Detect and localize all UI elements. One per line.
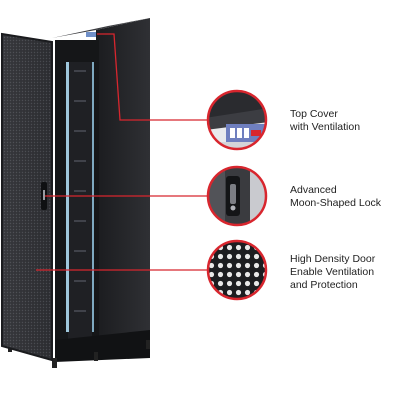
server-rack (1, 18, 150, 368)
feature-label-line: Advanced (290, 184, 337, 196)
feature-label-line: High Density Door (290, 253, 376, 265)
feature-label-line: Top Cover (290, 108, 338, 120)
feature-label-top-cover: Top Cover with Ventilation (290, 108, 398, 134)
callout-line-top-cover (97, 33, 208, 121)
feature-label-line: Moon-Shaped Lock (290, 197, 382, 209)
callout-lines (36, 33, 208, 271)
feature-label-line: with Ventilation (290, 121, 361, 133)
feature-label-line: and Protection (290, 279, 358, 291)
feature-label-lock: Advanced Moon-Shaped Lock (290, 184, 398, 210)
feature-label-door: High Density Door Enable Ventilation and… (290, 253, 398, 292)
top-cover-zoom-icon (206, 89, 268, 151)
mesh-zoom-icon (206, 239, 268, 301)
lock-zoom-icon (206, 165, 268, 227)
feature-label-line: Enable Ventilation (290, 266, 375, 278)
